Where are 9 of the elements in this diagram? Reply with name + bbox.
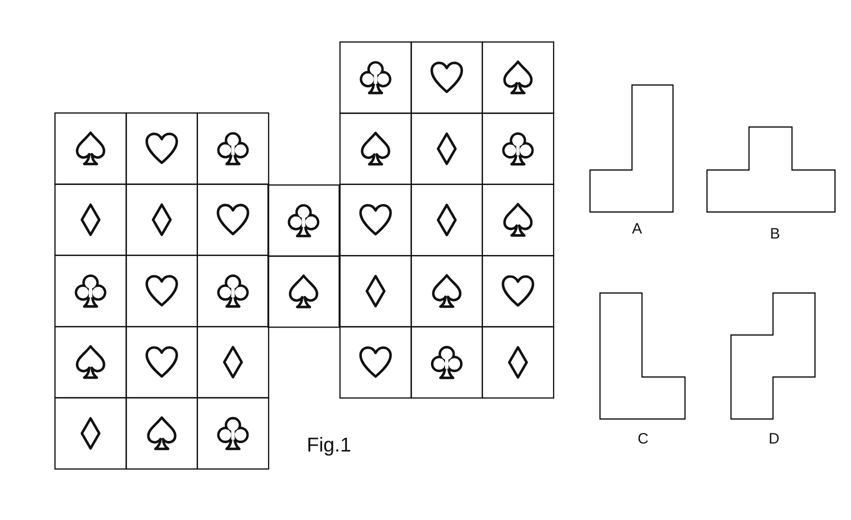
option-letter: D: [768, 430, 780, 448]
figure-caption: Fig.1: [306, 434, 352, 458]
option-letter: C: [638, 430, 648, 448]
option-letter: A: [632, 220, 642, 238]
puzzle-piece-outline: [730, 292, 816, 420]
puzzle-piece-outline: [706, 126, 836, 213]
option-letter: B: [770, 226, 780, 242]
puzzle-piece-outline: [599, 292, 686, 420]
puzzle-piece-outline: [589, 84, 674, 213]
